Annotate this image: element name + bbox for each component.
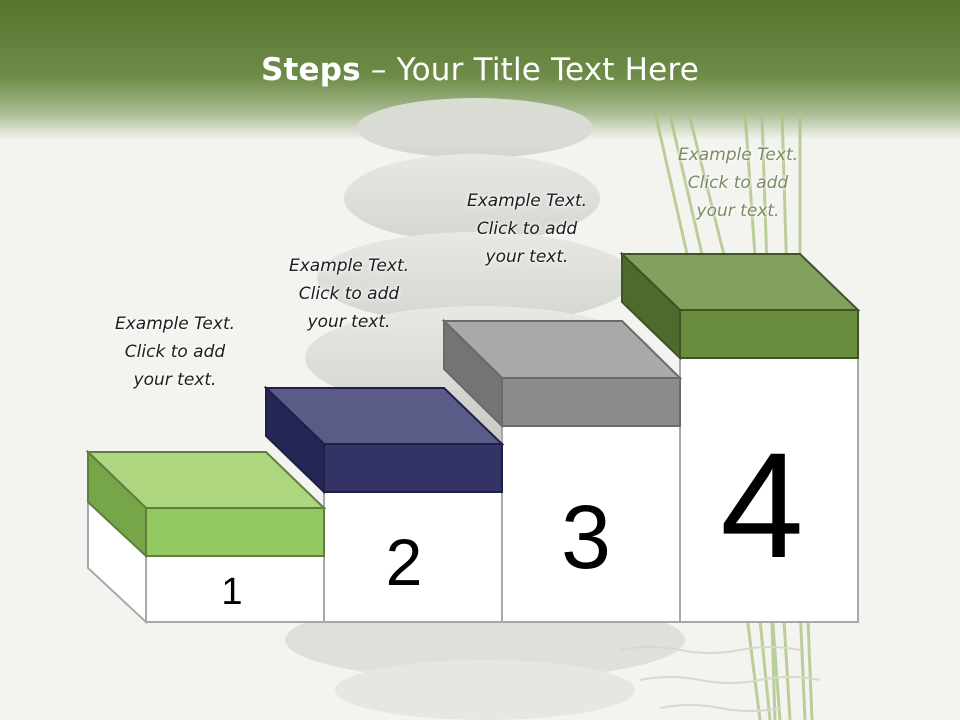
step-1-caption[interactable]: Example Text. Click to add your text. bbox=[85, 310, 265, 394]
caption-line: Example Text. bbox=[114, 314, 236, 334]
step-4-caption[interactable]: Example Text. Click to add your text. bbox=[648, 141, 828, 225]
step-3-block bbox=[441, 318, 683, 429]
caption-line: Click to add bbox=[476, 219, 578, 239]
step-3-caption[interactable]: Example Text. Click to add your text. bbox=[437, 187, 617, 271]
step-4-block bbox=[619, 251, 861, 361]
caption-line: Click to add bbox=[124, 342, 226, 362]
step-4-front bbox=[679, 357, 859, 623]
step-3-front bbox=[501, 425, 681, 623]
step-3-number: 3 bbox=[561, 488, 611, 588]
step-1-block bbox=[85, 449, 327, 559]
caption-line: Example Text. bbox=[677, 145, 799, 165]
caption-line: Example Text. bbox=[288, 256, 410, 276]
caption-line: Click to add bbox=[687, 173, 789, 193]
caption-line: your text. bbox=[307, 312, 391, 332]
caption-line: your text. bbox=[696, 201, 780, 221]
title-bold: Steps bbox=[260, 52, 361, 88]
step-2-block bbox=[263, 385, 505, 495]
caption-line: your text. bbox=[485, 247, 569, 267]
step-4-number: 4 bbox=[720, 421, 803, 589]
caption-line: your text. bbox=[133, 370, 217, 390]
slide-title[interactable]: Steps – Your Title Text Here bbox=[0, 52, 960, 88]
caption-line: Example Text. bbox=[466, 191, 588, 211]
caption-line: Click to add bbox=[298, 284, 400, 304]
step-2-number: 2 bbox=[386, 525, 423, 599]
title-rest: – Your Title Text Here bbox=[360, 52, 699, 88]
water-ripples bbox=[619, 646, 821, 712]
step-2-caption[interactable]: Example Text. Click to add your text. bbox=[259, 252, 439, 336]
step-1-number: 1 bbox=[221, 571, 242, 613]
